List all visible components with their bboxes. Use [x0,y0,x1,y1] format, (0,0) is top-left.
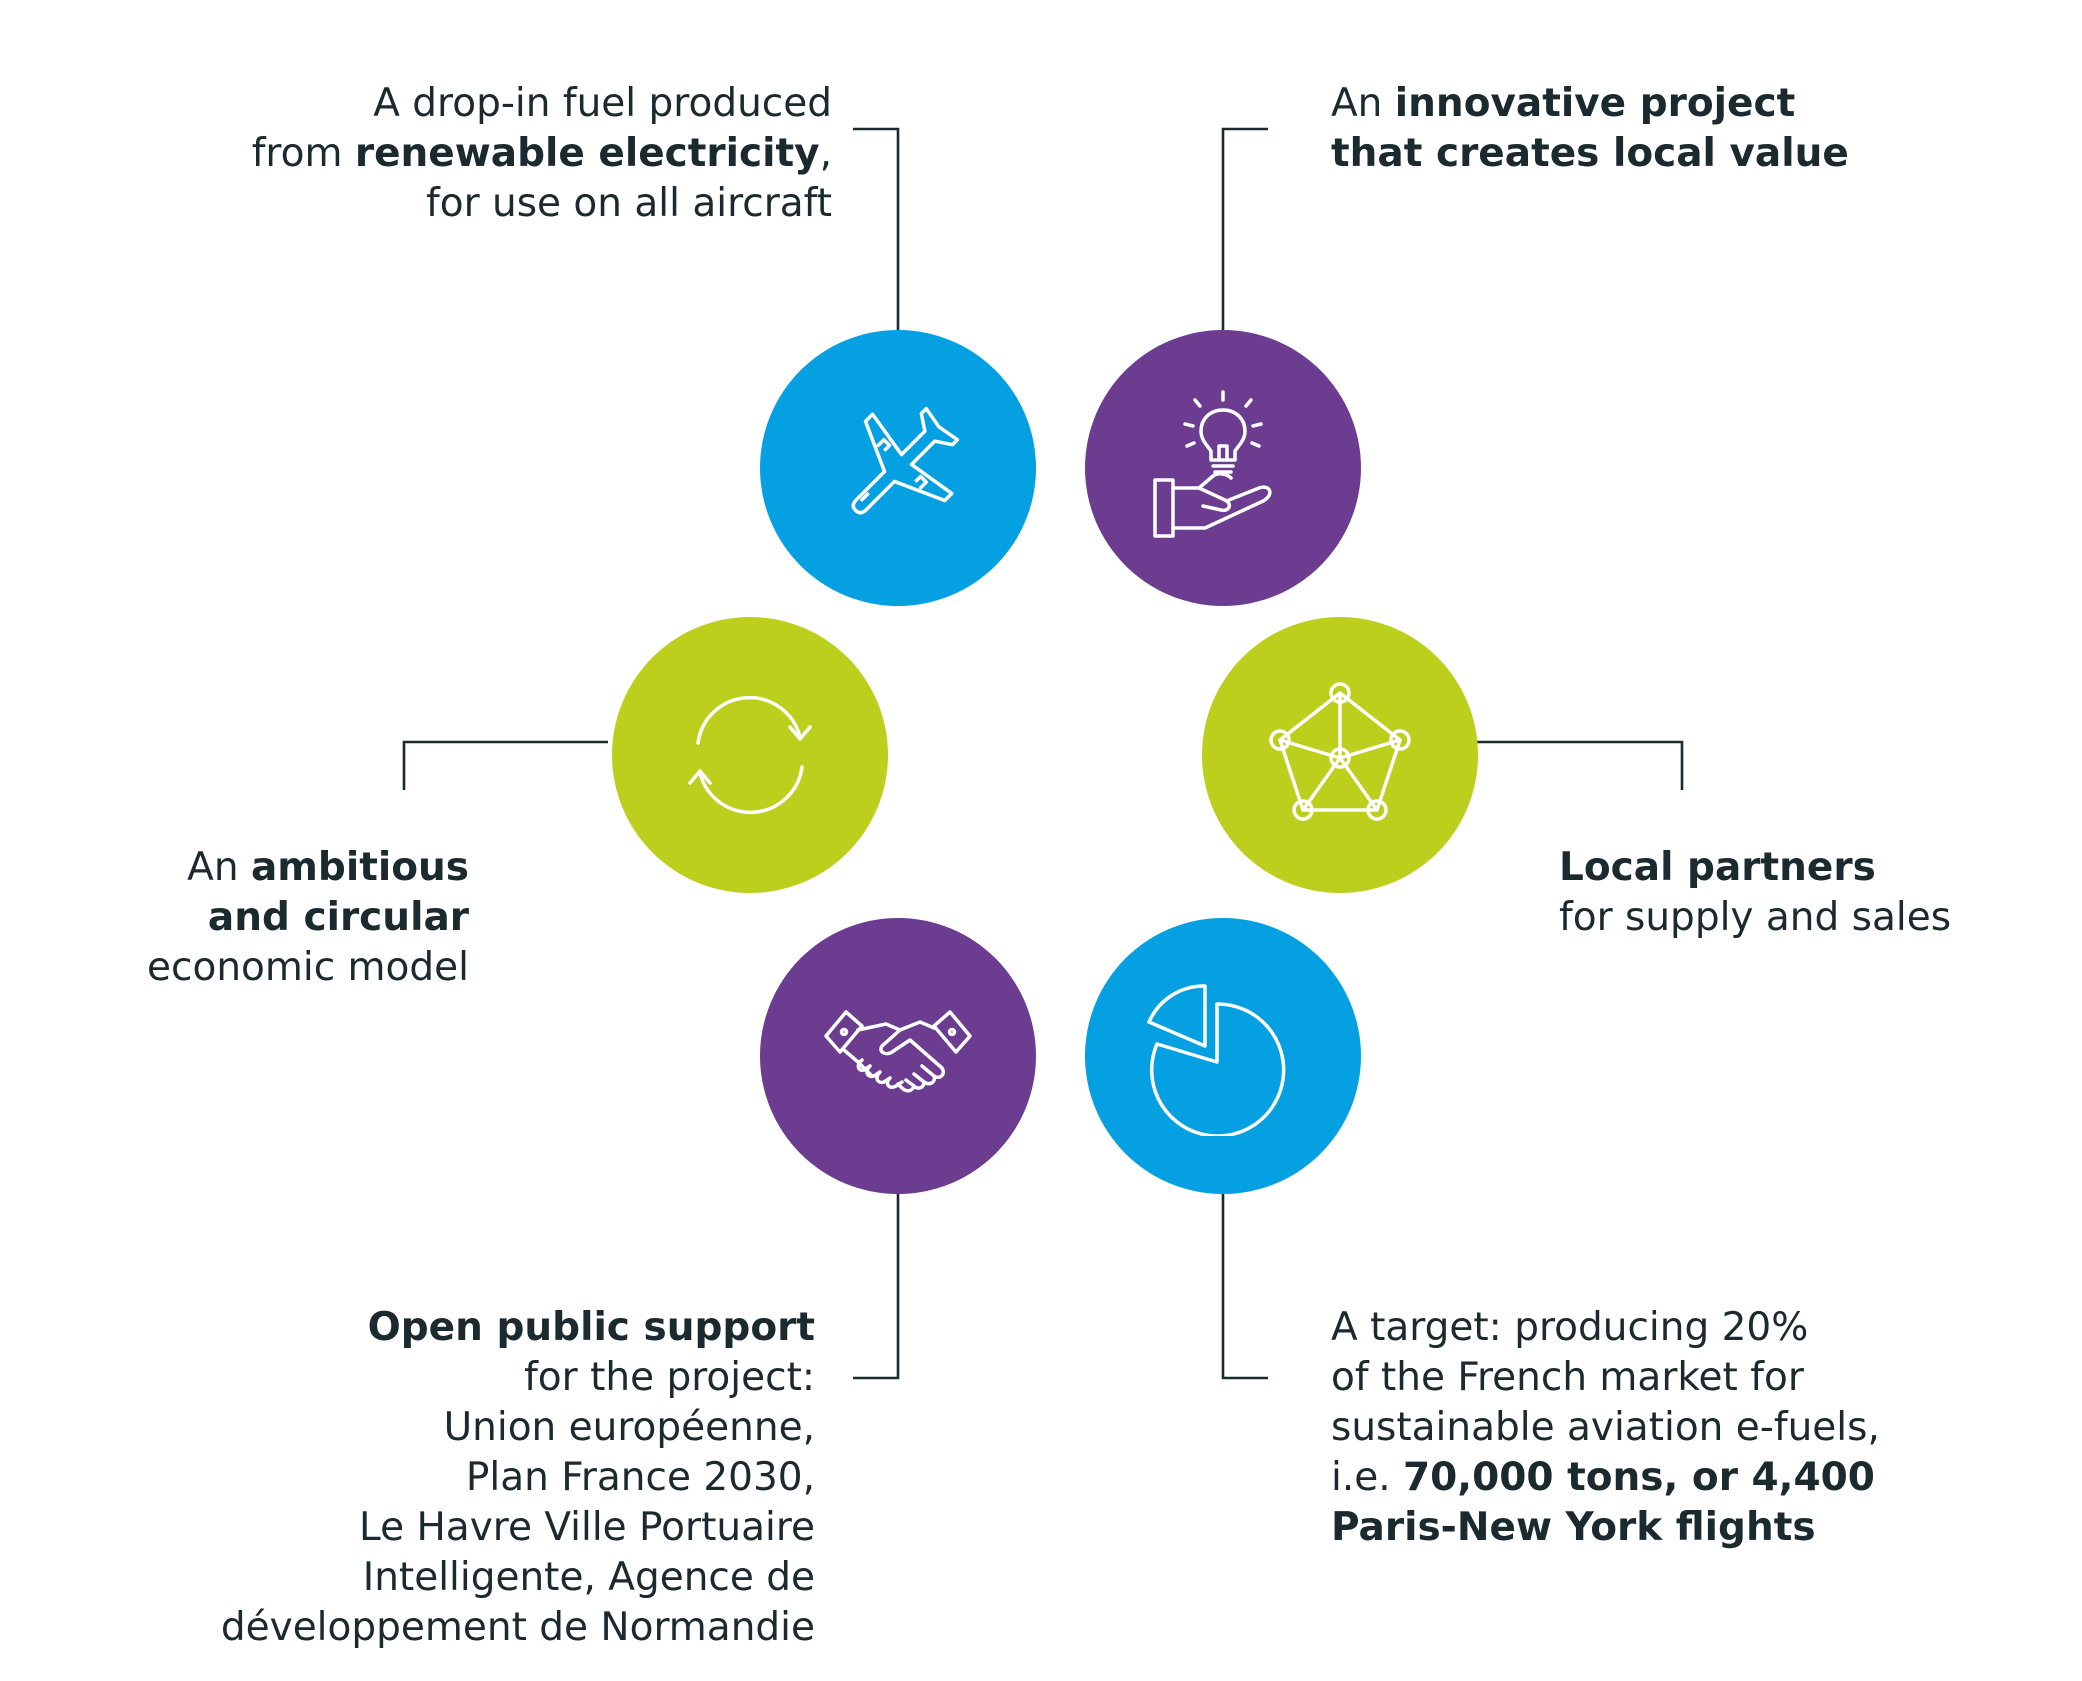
text-run: economic model [147,945,469,990]
text-run: Union européenne, [443,1405,815,1450]
bold-text: Open public support [367,1305,815,1350]
text-run: for use on all aircraft [425,181,832,226]
text-run: Intelligente, Agence de [362,1555,815,1600]
connector-line-target [1221,1192,1268,1380]
text-run: of the French market for [1331,1355,1804,1400]
bold-text: that creates local value [1331,131,1849,176]
text-line: Plan France 2030, [221,1453,815,1503]
text-line: développement de Normandie [221,1603,815,1653]
text-line: A drop-in fuel produced [252,79,832,129]
text-run: for the project: [524,1355,815,1400]
text-run: , [819,131,832,176]
pie-chart-icon [1147,984,1286,1136]
text-line: Intelligente, Agence de [221,1553,815,1603]
airplane-icon [851,406,960,515]
text-run: développement de Normandie [220,1605,815,1650]
text-line: for supply and sales [1559,893,1951,943]
text-line: Open public support [221,1303,815,1353]
text-line: from renewable electricity, [252,129,832,179]
bold-text: 70,000 tons, or 4,400 [1403,1455,1875,1500]
text-run: Le Havre Ville Portuaire [359,1505,815,1550]
text-target: A target: producing 20% of the French mar… [1331,1303,1880,1553]
text-line: of the French market for [1331,1353,1880,1403]
text-line: Local partners [1559,843,1951,893]
hand-lightbulb-icon [1153,390,1272,538]
bold-text: Local partners [1559,845,1876,890]
text-public-support: Open public support for the project: Union… [221,1303,815,1653]
text-line: for the project: [221,1353,815,1403]
bold-text: renewable electricity [354,131,820,176]
recycle-arrows-icon [688,696,812,814]
handshake-icon [824,1010,972,1093]
text-line: and circular [147,893,469,943]
circle-economic-model [612,617,888,893]
text-run: from [251,131,355,176]
text-run: Plan France 2030, [465,1455,815,1500]
text-run: A target: producing 20% [1331,1305,1809,1350]
circle-fuel [760,330,1036,606]
text-line: An ambitious [147,843,469,893]
text-line: i.e. 70,000 tons, or 4,400 [1331,1453,1880,1503]
text-run: i.e. [1331,1455,1404,1500]
text-run: An [187,845,251,890]
text-line: economic model [147,943,469,993]
bold-text: ambitious [250,845,469,890]
bold-text: and circular [207,895,469,940]
network-nodes-icon [1269,682,1411,821]
circle-innovation [1085,330,1361,606]
circle-public-support [760,918,1036,1194]
text-line: for use on all aircraft [252,179,832,229]
circle-target [1085,918,1361,1194]
text-line: An innovative project [1331,79,1849,129]
text-partners: Local partners for supply and sales [1559,843,1951,943]
text-run: An [1331,81,1395,126]
circle-partners [1202,617,1478,893]
connector-line-economic-model [402,740,608,790]
connector-line-public-support [853,1192,900,1380]
text-run: A drop-in fuel produced [373,81,832,126]
text-run: sustainable aviation e-fuels, [1331,1405,1880,1450]
text-line: sustainable aviation e-fuels, [1331,1403,1880,1453]
text-line: A target: producing 20% [1331,1303,1880,1353]
text-line: that creates local value [1331,129,1849,179]
bold-text: Paris-New York flights [1331,1505,1816,1550]
text-run: for supply and sales [1559,895,1952,940]
bold-text: innovative project [1394,81,1796,126]
connector-line-innovation [1221,127,1268,333]
text-line: Paris-New York flights [1331,1503,1880,1553]
text-line: Le Havre Ville Portuaire [221,1503,815,1553]
connector-line-partners [1475,740,1684,790]
text-line: Union européenne, [221,1403,815,1453]
connector-line-fuel [853,127,900,333]
